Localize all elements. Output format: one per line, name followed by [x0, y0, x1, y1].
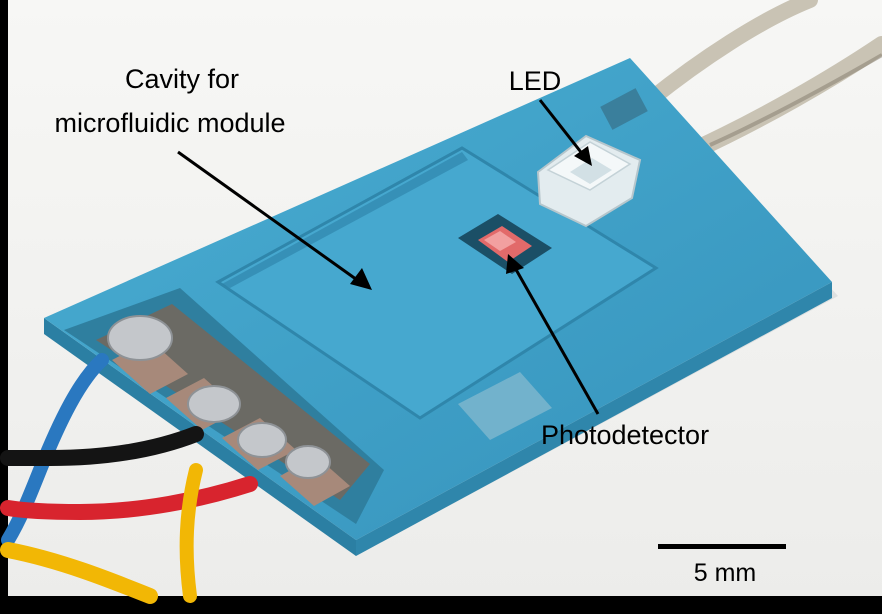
led-lead-wire-2-shade: [709, 53, 882, 147]
photodetector-chip-highlight: [484, 231, 516, 251]
led-lens: [570, 158, 612, 184]
wire-black: [0, 426, 204, 466]
wire-yellow-2: [179, 463, 203, 603]
cavity-label-line1: Cavity for: [124, 64, 240, 94]
led-lead-wire-2: [686, 36, 882, 159]
solder-blob-2: [187, 385, 241, 423]
arrow-led-line: [538, 99, 586, 157]
arrow-photodetector-head: [506, 254, 524, 274]
led-label: LED: [508, 66, 562, 96]
cavity-inner-shadow: [222, 152, 468, 288]
photodetector-label: Photodetector: [540, 420, 710, 450]
cavity-label-line2: microfluidic module: [54, 108, 286, 138]
wire-yellow-1: [0, 542, 158, 604]
board-side-right: [356, 282, 832, 556]
arrow-led-head: [574, 146, 592, 166]
solder-blob-3: [237, 422, 287, 458]
solder-blob-4: [285, 445, 331, 479]
tape-patch: [458, 372, 552, 440]
microfluidic-cavity: [215, 146, 659, 420]
frame-left: [0, 0, 8, 614]
arrow-photodetector-line: [512, 265, 600, 415]
scale-bar: [658, 544, 786, 549]
scale-bar-label: 5 mm: [693, 559, 757, 587]
led-lead-wire-1: [642, 0, 818, 108]
frame-bottom: [0, 596, 882, 614]
arrow-cavity-head: [350, 268, 372, 290]
led-mount: [600, 88, 648, 130]
solder-blob-1: [107, 315, 173, 361]
arrow-cavity-line: [177, 150, 361, 284]
wire-red: [0, 476, 258, 521]
